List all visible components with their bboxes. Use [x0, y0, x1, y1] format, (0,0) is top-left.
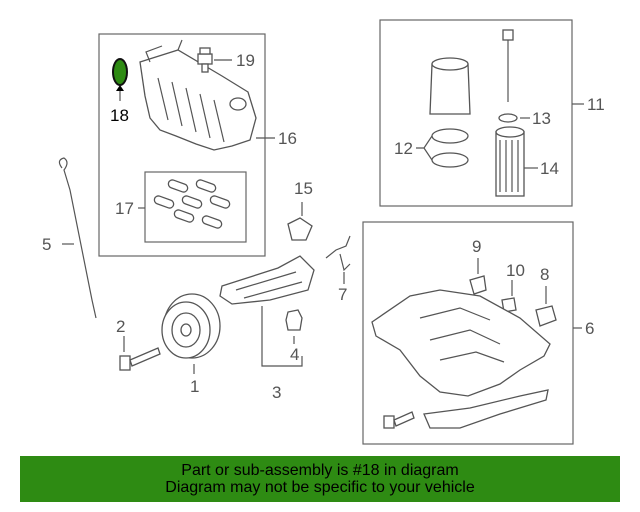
- sensor-part-19[interactable]: [197, 47, 213, 73]
- banner-line-1: Part or sub-assembly is #18 in diagram: [181, 462, 459, 479]
- filter-element-part-14[interactable]: [495, 126, 525, 197]
- filter-group-box: [379, 19, 573, 207]
- leader-3: [261, 306, 303, 367]
- arrow-18: [116, 85, 124, 91]
- filter-cap: [429, 57, 471, 115]
- drain-part-13[interactable]: [498, 29, 518, 123]
- pan-bolt: [383, 411, 415, 429]
- callout-8: 8: [540, 265, 549, 284]
- bracket-part-15[interactable]: [287, 217, 313, 241]
- banner-line-2: Diagram may not be specific to your vehi…: [165, 479, 475, 496]
- gasket-sub-box: [144, 171, 247, 243]
- callout-1: 1: [190, 377, 199, 396]
- bolt-part-2[interactable]: [119, 347, 161, 371]
- callout-17: 17: [115, 199, 134, 218]
- callout-7: 7: [338, 285, 347, 304]
- info-banner: Part or sub-assembly is #18 in diagram D…: [20, 456, 620, 502]
- oil-pan-part-6[interactable]: [371, 289, 551, 397]
- plug-part-9[interactable]: [469, 275, 487, 295]
- seal-ring-part-18[interactable]: [112, 58, 128, 86]
- nut-part-4[interactable]: [285, 309, 303, 331]
- callout-10: 10: [506, 261, 525, 280]
- intake-group-box: [98, 33, 266, 257]
- intake-manifold-part-16[interactable]: [139, 39, 257, 151]
- o-rings-part-12[interactable]: [431, 128, 469, 168]
- washer-part-10[interactable]: [501, 297, 517, 313]
- parts-diagram: 18 16 19 17 5 2: [42, 19, 605, 445]
- callout-18: 18: [110, 106, 129, 125]
- callout-6: 6: [585, 319, 594, 338]
- sensor-part-8[interactable]: [535, 305, 557, 327]
- callout-13: 13: [532, 109, 551, 128]
- tube-part-7[interactable]: [325, 235, 351, 272]
- pulley-part-1[interactable]: [161, 293, 221, 359]
- callout-2: 2: [116, 317, 125, 336]
- callout-14: 14: [540, 159, 559, 178]
- oil-pump-part-3[interactable]: [219, 255, 315, 305]
- oilpan-group-box: [362, 221, 574, 445]
- dipstick-part-5[interactable]: [58, 157, 97, 319]
- gaskets-part-17[interactable]: [153, 179, 231, 229]
- callout-4: 4: [290, 345, 299, 364]
- callout-19: 19: [236, 51, 255, 70]
- callout-12: 12: [394, 139, 413, 158]
- leader-12: [416, 135, 433, 161]
- pan-baffle: [423, 389, 549, 429]
- callout-15: 15: [294, 179, 313, 198]
- callout-16: 16: [278, 129, 297, 148]
- callout-3: 3: [272, 383, 281, 402]
- callout-9: 9: [472, 237, 481, 256]
- callout-11: 11: [587, 95, 605, 114]
- callout-5: 5: [42, 235, 51, 254]
